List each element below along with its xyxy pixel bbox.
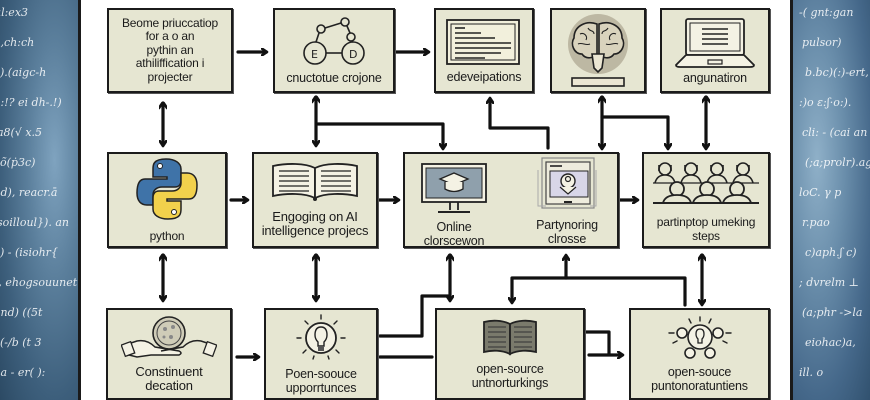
chalk-formula: eiohac)a, xyxy=(805,336,856,349)
node-continuent[interactable]: Constinuent decation xyxy=(106,308,232,400)
chalk-formula: i,ch:ch xyxy=(0,36,35,49)
chalk-formula: cli: - (cai an xyxy=(802,126,868,139)
python-logo-icon xyxy=(136,158,198,220)
node-python[interactable]: python xyxy=(107,152,227,248)
node-become[interactable]: Beome priuccatiop for a o an pythin an a… xyxy=(107,8,233,93)
chalk-formula: -( gnt:gan xyxy=(799,6,854,19)
network-bulb-icon xyxy=(667,316,732,359)
node-opensource-port-label: open-souce puntonoratuntiens xyxy=(651,365,748,393)
chalk-formula: e:!? ei dh-.!) xyxy=(0,96,62,109)
chalk-formula: (a;phr ->la xyxy=(802,306,863,319)
chalk-formula: :)o ε:ʃ·o:). xyxy=(799,96,852,109)
chalk-formula: ed), reacr.ā xyxy=(0,186,58,199)
node-engaging-label: Engoging on AI intelligence projecs xyxy=(261,209,369,238)
chalk-formula: ill. o xyxy=(799,366,824,379)
chalk-formula: ) - (isiohr{ xyxy=(0,246,58,259)
chalk-formula: a8(√ x.5 xyxy=(0,126,43,139)
molecule-graph-icon: E D xyxy=(303,16,365,65)
chalk-formula: pulsor) xyxy=(802,36,842,49)
node-partnering[interactable]: Partynoring clrosse xyxy=(517,156,617,246)
node-opensource-undertakings[interactable]: open-source untnorturkings xyxy=(435,308,585,400)
open-book-icon xyxy=(272,163,358,201)
node-developments-label: edeveipations xyxy=(446,69,522,84)
book-icon xyxy=(483,319,537,356)
node-opensource-port[interactable]: open-souce puntonoratuntiens xyxy=(629,308,770,400)
node-structure[interactable]: E D cnuctotue crojone xyxy=(273,8,395,93)
laptop-icon xyxy=(675,17,755,68)
chalk-formula: c)aph.ʃ c) xyxy=(805,246,857,259)
node-engaging[interactable]: Engoging on AI intelligence projecs xyxy=(252,152,378,248)
node-argumentation[interactable]: angunatiron xyxy=(660,8,770,93)
lightbulb-icon xyxy=(296,314,346,360)
chalk-formula: ind) ((5t xyxy=(0,306,43,319)
node-online-partnering[interactable]: Online clorscewon Partynoring clrosse xyxy=(403,152,619,248)
node-online-label: Online clorscewon xyxy=(423,220,485,248)
chalk-formula: aa - er( ): xyxy=(0,366,46,379)
chalk-formula: b.bc)(:)-ert, xyxy=(805,66,869,79)
node-opensource-opportunities[interactable]: Poen-soouce upporrtunces xyxy=(264,308,378,400)
chalkboard-right: -( gnt:gan pulsor) b.bc)(:)-ert, :)o ε:ʃ·o:… xyxy=(790,0,870,400)
chalk-formula: loC. γ p xyxy=(799,186,842,199)
chalkboard-left: ul:ex3 i,ch:ch ).(aigc-h e:!? ei dh-.!) a8(√… xyxy=(0,0,81,400)
chalk-formula: ).(aigc-h xyxy=(0,66,47,79)
chalk-formula: r.pao xyxy=(802,216,830,229)
node-participating[interactable]: partinptop umeking steps xyxy=(642,152,770,248)
svg-text:D: D xyxy=(349,48,357,61)
node-become-label: Beome priuccatiop for a o an pythin an a… xyxy=(122,15,218,84)
chalk-formula: õ(ṗ3c) xyxy=(0,156,36,169)
node-opensource-undertakings-label: open-source untnorturkings xyxy=(471,362,549,390)
node-brain[interactable] xyxy=(550,8,646,93)
chalk-formula: ul:ex3 xyxy=(0,6,29,19)
hands-globe-icon xyxy=(121,316,217,358)
document-lines-icon xyxy=(446,18,520,65)
node-developments[interactable]: edeveipations xyxy=(434,8,534,93)
graduation-monitor-icon xyxy=(421,163,487,213)
audience-icon xyxy=(653,162,759,204)
svg-text:E: E xyxy=(311,48,318,61)
chalk-formula: t, ehogsouunet xyxy=(0,276,78,289)
node-python-label: python xyxy=(149,229,185,243)
node-participating-label: partinptop umeking steps xyxy=(656,215,756,243)
node-online[interactable]: Online clorscewon xyxy=(415,162,493,248)
chalk-formula: (;a;prolr).ag xyxy=(805,156,870,169)
chalk-formula: soilloul}). an xyxy=(0,216,69,229)
brain-icon xyxy=(568,13,628,87)
node-partnering-label: Partynoring clrosse xyxy=(536,218,598,246)
chalk-formula: (-/b (t 3 xyxy=(0,336,42,349)
chalk-formula: ; dvrelm ⊥ xyxy=(799,276,860,289)
node-opensource-opportunities-label: Poen-soouce upporrtunces xyxy=(285,367,357,395)
node-structure-label: cnuctotue crojone xyxy=(286,70,382,85)
node-argumentation-label: angunatiron xyxy=(683,70,747,85)
presentation-screen-icon xyxy=(537,157,597,209)
node-continuent-label: Constinuent decation xyxy=(135,364,203,393)
